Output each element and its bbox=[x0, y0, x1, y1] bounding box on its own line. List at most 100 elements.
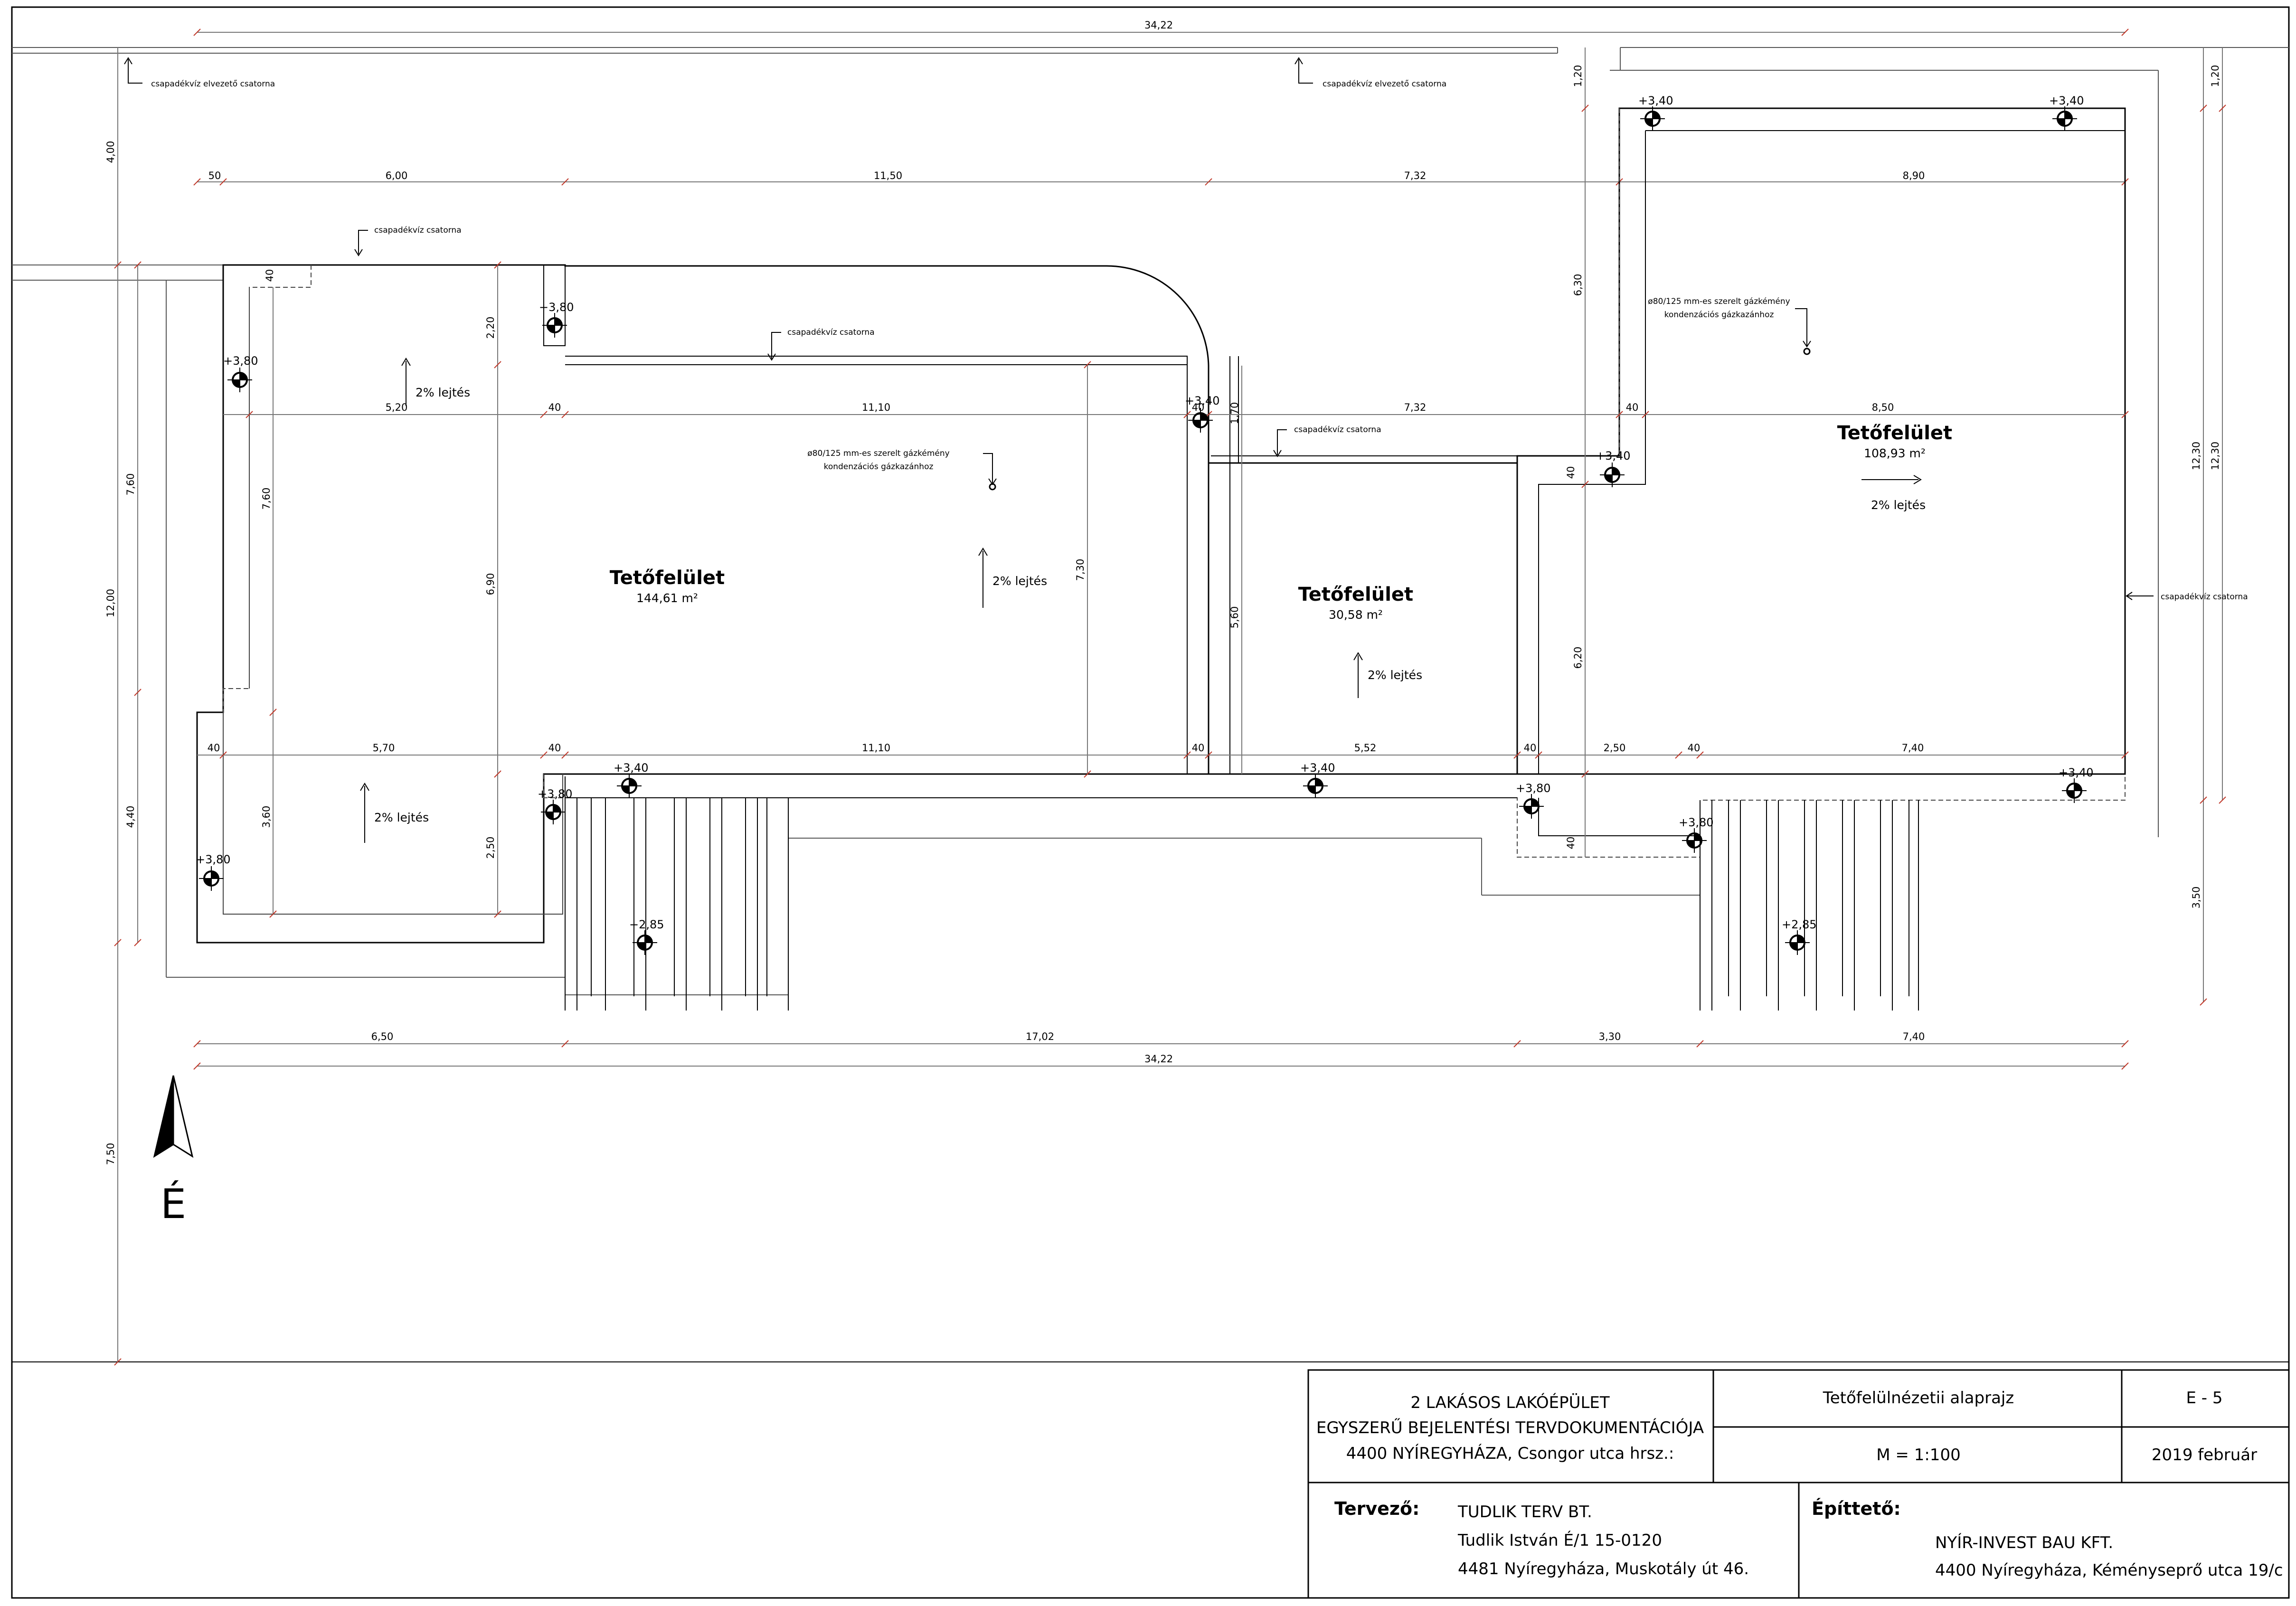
level-marker: +3,80 bbox=[538, 787, 573, 825]
svg-text:5,70: 5,70 bbox=[373, 742, 395, 754]
svg-text:40: 40 bbox=[264, 269, 275, 282]
level-marker: +2,85 bbox=[629, 918, 664, 956]
svg-text:2% lejtés: 2% lejtés bbox=[374, 811, 429, 824]
chimney-note-roof1: ø80/125 mm-es szerelt gázkémény kondenzá… bbox=[807, 449, 997, 491]
dim-left-labels: 4,00 7,60 12,00 4,40 7,50 bbox=[105, 141, 136, 1165]
level-marker: +3,80 bbox=[1679, 816, 1714, 854]
svg-text:40: 40 bbox=[548, 402, 561, 413]
svg-text:+3,40: +3,40 bbox=[1300, 761, 1335, 775]
svg-text:40: 40 bbox=[1565, 466, 1577, 479]
roof-3-inner bbox=[1538, 130, 2125, 774]
level-marker: +3,80 bbox=[223, 354, 258, 393]
chimney-parapet bbox=[543, 265, 566, 346]
svg-text:1,70: 1,70 bbox=[1229, 402, 1240, 425]
svg-text:csapadékvíz csatorna: csapadékvíz csatorna bbox=[374, 226, 462, 235]
dim-inner-labels: 40 2,20 6,90 2,50 7,30 1,70 5,60 1,20 6,… bbox=[264, 65, 1584, 859]
dim-inner-verticals bbox=[494, 47, 1589, 918]
dim-row-1 bbox=[193, 178, 2129, 186]
svg-text:40: 40 bbox=[1192, 742, 1205, 754]
chimney-icon bbox=[989, 483, 996, 491]
svg-text:3,60: 3,60 bbox=[261, 806, 272, 828]
designer-line-1: TUDLIK TERV BT. bbox=[1457, 1502, 1592, 1521]
svg-text:7,60: 7,60 bbox=[261, 488, 272, 510]
level-marker: +3,40 bbox=[2049, 94, 2084, 132]
svg-text:+2,85: +2,85 bbox=[629, 918, 664, 931]
svg-text:40: 40 bbox=[548, 742, 561, 754]
level-marker: +3,40 bbox=[614, 761, 649, 799]
svg-text:+3,80: +3,80 bbox=[538, 787, 573, 801]
svg-text:+2,85: +2,85 bbox=[1782, 918, 1817, 931]
gutter-note-roof1-top: csapadékvíz csatorna bbox=[354, 226, 462, 256]
dim-row-2-labels: 5,20 40 11,10 40 7,32 40 8,50 bbox=[386, 402, 1894, 413]
svg-text:11,50: 11,50 bbox=[874, 170, 902, 181]
svg-text:40: 40 bbox=[1688, 742, 1701, 754]
svg-text:8,50: 8,50 bbox=[1872, 402, 1894, 413]
svg-text:csapadékvíz csatorna: csapadékvíz csatorna bbox=[787, 328, 875, 337]
svg-text:2% lejtés: 2% lejtés bbox=[992, 574, 1047, 588]
dim-right-labels: 1,20 12,30 12,30 3,50 bbox=[2191, 65, 2221, 909]
svg-text:7,30: 7,30 bbox=[1075, 559, 1086, 581]
roof-3-outline bbox=[1516, 107, 2126, 775]
builder-line-2: 4400 Nyíregyháza, Kéményseprő utca 19/c bbox=[1935, 1561, 2283, 1580]
svg-text:3,30: 3,30 bbox=[1599, 1031, 1621, 1042]
sheet-number: E - 5 bbox=[2186, 1389, 2223, 1408]
slope-arrow-1: 2% lejtés bbox=[401, 358, 470, 406]
site-boundary-lines bbox=[12, 47, 2289, 837]
dim-bottom-labels: 6,50 17,02 3,30 7,40 34,22 bbox=[371, 1031, 1925, 1065]
roof-label-3: Tetőfelület 108,93 m² bbox=[1837, 422, 1952, 460]
svg-text:csapadékvíz csatorna: csapadékvíz csatorna bbox=[2161, 592, 2248, 602]
svg-text:6,50: 6,50 bbox=[371, 1031, 394, 1042]
title-block bbox=[1307, 1369, 2290, 1599]
dim-left-inner-labels: 7,60 3,60 bbox=[261, 488, 272, 828]
gutter-note-roof1-mid: csapadékvíz csatorna bbox=[767, 328, 875, 361]
dim-row-3 bbox=[197, 751, 2129, 759]
roof-1-outline bbox=[196, 264, 1209, 944]
level-marker: +2,85 bbox=[1782, 918, 1817, 956]
svg-text:Tetőfelület: Tetőfelület bbox=[610, 567, 725, 589]
level-marker: +3,80 bbox=[1516, 782, 1551, 820]
svg-text:Tetőfelület: Tetőfelület bbox=[1837, 422, 1952, 444]
dim-row-2 bbox=[223, 411, 2129, 418]
svg-text:ø80/125 mm-es szerelt gázkémén: ø80/125 mm-es szerelt gázkémény bbox=[807, 449, 949, 458]
svg-text:11,10: 11,10 bbox=[862, 742, 890, 754]
svg-text:6,20: 6,20 bbox=[1572, 647, 1584, 669]
roof-label-2: Tetőfelület 30,58 m² bbox=[1298, 584, 1413, 622]
svg-text:40: 40 bbox=[1626, 402, 1639, 413]
svg-text:+3,40: +3,40 bbox=[1185, 394, 1220, 407]
svg-text:5,60: 5,60 bbox=[1229, 606, 1240, 629]
svg-text:+3,40: +3,40 bbox=[2059, 766, 2094, 779]
svg-text:144,61 m²: 144,61 m² bbox=[636, 591, 698, 605]
svg-text:4,40: 4,40 bbox=[125, 806, 136, 828]
svg-text:+3,40: +3,40 bbox=[1596, 449, 1631, 463]
svg-text:8,90: 8,90 bbox=[1903, 170, 1925, 181]
drawing-title: Tetőfelülnézetii alaprajz bbox=[1823, 1389, 2014, 1408]
level-marker: +3,40 bbox=[1300, 761, 1335, 799]
title-block-text: 2 LAKÁSOS LAKÓÉPÜLET EGYSZERŰ BEJELENTÉS… bbox=[1316, 1389, 2283, 1580]
level-marker: +3,40 bbox=[1185, 394, 1220, 434]
eaves-strip bbox=[543, 774, 2126, 858]
slope-arrow-2: 2% lejtés bbox=[978, 548, 1047, 608]
svg-text:6,00: 6,00 bbox=[386, 170, 408, 181]
dim-left-outer bbox=[114, 47, 142, 1366]
roof-label-1: Tetőfelület 144,61 m² bbox=[610, 567, 725, 605]
svg-text:+3,40: +3,40 bbox=[1638, 94, 1673, 107]
svg-text:1,20: 1,20 bbox=[1572, 65, 1584, 87]
svg-text:108,93 m²: 108,93 m² bbox=[1864, 446, 1926, 460]
svg-text:2,20: 2,20 bbox=[485, 317, 496, 339]
gutter-note-roof2: csapadékvíz csatorna bbox=[1273, 425, 1381, 457]
svg-text:7,32: 7,32 bbox=[1404, 170, 1427, 181]
dim-left-inner bbox=[269, 287, 277, 918]
roof-1-inner-2 bbox=[223, 287, 563, 915]
svg-text:4,00: 4,00 bbox=[105, 141, 116, 163]
svg-text:12,30: 12,30 bbox=[2191, 442, 2202, 470]
svg-text:40: 40 bbox=[208, 742, 220, 754]
svg-text:csapadékvíz csatorna: csapadékvíz csatorna bbox=[1294, 425, 1381, 435]
svg-text:12,30: 12,30 bbox=[2210, 442, 2221, 470]
svg-text:É: É bbox=[161, 1180, 186, 1228]
svg-text:6,90: 6,90 bbox=[485, 573, 496, 595]
date: 2019 február bbox=[2152, 1445, 2257, 1464]
svg-text:3,50: 3,50 bbox=[2191, 887, 2202, 909]
svg-text:7,40: 7,40 bbox=[1903, 1031, 1925, 1042]
svg-text:+3,80: +3,80 bbox=[223, 354, 258, 368]
